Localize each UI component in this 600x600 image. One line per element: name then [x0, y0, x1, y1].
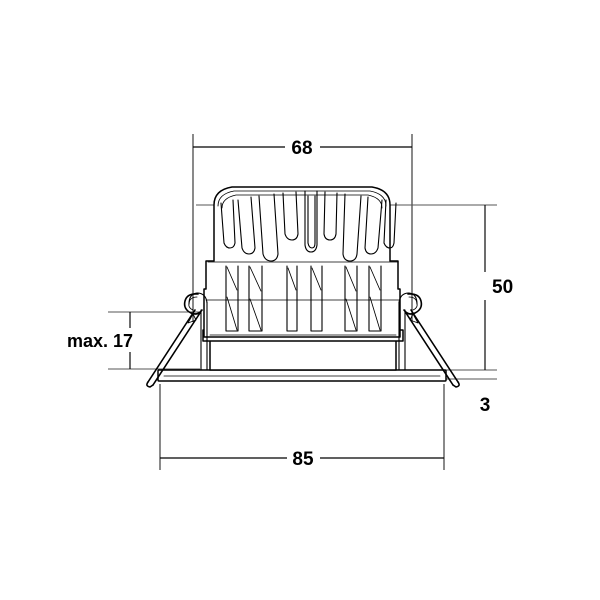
dimension-50: 50: [484, 205, 513, 370]
dimension-68-label: 68: [291, 138, 312, 159]
bezel-trim-plate: [157, 369, 447, 382]
dimension-85-label: 85: [292, 449, 314, 470]
dimension-max-17-label: max. 17: [67, 331, 133, 351]
dimension-3: 3: [480, 395, 491, 416]
dimension-max-17: max. 17: [67, 312, 133, 369]
heatsink-lower-ribs: [225, 265, 382, 332]
spring-clip-left: [146, 292, 208, 388]
dimension-68: 68: [193, 138, 412, 159]
dimension-50-label: 50: [492, 277, 513, 298]
dimension-85: 85: [160, 449, 444, 470]
spring-clip-right: [398, 292, 460, 388]
heatsink-top-fins: [220, 190, 397, 262]
dimension-3-label: 3: [480, 395, 491, 416]
heatsink: [203, 186, 401, 338]
